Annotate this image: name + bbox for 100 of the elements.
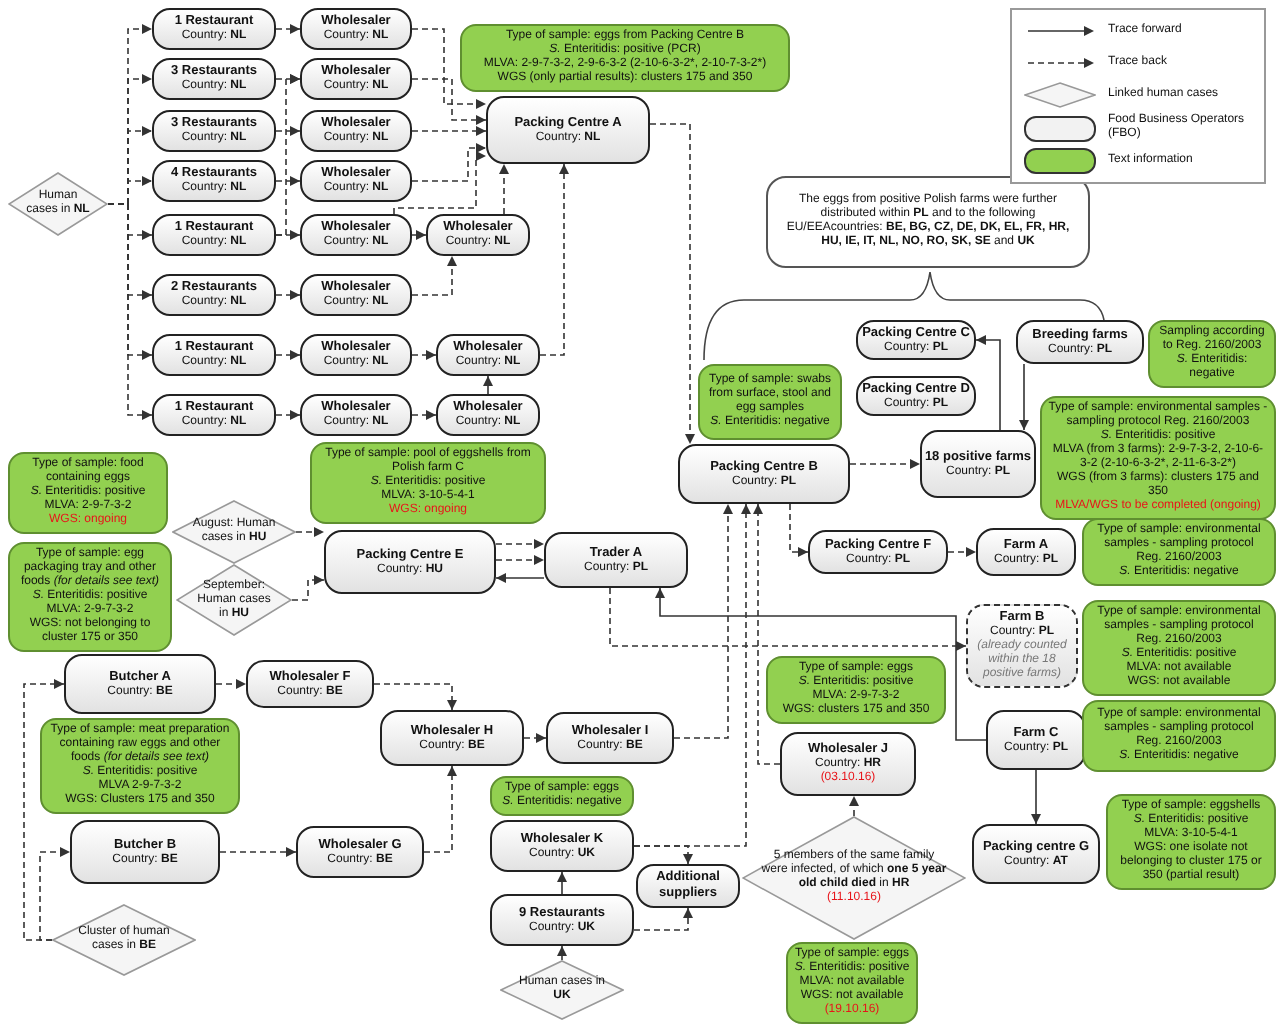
arrow <box>219 847 297 857</box>
operator-box <box>436 394 540 436</box>
arrow <box>849 459 921 469</box>
arrow <box>673 503 733 739</box>
operator-box <box>300 334 412 376</box>
arrow <box>275 74 301 236</box>
operator-box <box>856 376 976 416</box>
arrow <box>393 151 487 215</box>
arrow <box>633 907 693 931</box>
info-box <box>766 656 946 724</box>
arrow <box>23 679 65 941</box>
arrow <box>411 143 487 182</box>
arrow <box>411 255 457 296</box>
arrow <box>39 847 71 941</box>
info-box <box>1082 600 1276 696</box>
info-box <box>490 776 634 816</box>
info-box <box>1040 396 1276 520</box>
operator-box <box>972 824 1100 884</box>
info-box <box>310 442 546 524</box>
case-diamond <box>742 816 966 940</box>
operator-box <box>300 58 412 100</box>
operator-box <box>152 394 276 436</box>
case-diamond <box>172 500 296 564</box>
operator-box <box>152 160 276 202</box>
operator-box <box>636 864 740 908</box>
operator-box <box>152 110 276 152</box>
info-box <box>8 452 168 534</box>
arrow <box>483 375 493 395</box>
arrow <box>947 547 977 557</box>
operator-box <box>920 430 1036 498</box>
operator-box <box>678 444 850 504</box>
arrow <box>849 795 859 817</box>
arrow <box>423 765 457 853</box>
info-box <box>8 542 172 652</box>
operator-box <box>546 712 674 764</box>
operator-box <box>808 530 948 574</box>
info-box <box>1106 794 1276 890</box>
arrow <box>557 945 567 961</box>
operator-box <box>300 160 412 202</box>
info-box <box>460 24 790 92</box>
info-box <box>1082 700 1276 772</box>
operator-box <box>780 732 916 796</box>
arrow <box>1031 769 1041 825</box>
arrow <box>275 350 301 360</box>
case-diamond <box>52 904 196 976</box>
operator-box <box>490 894 634 946</box>
operator-box <box>246 660 374 708</box>
operator-box <box>64 654 216 714</box>
case-diamond <box>500 960 624 1020</box>
operator-box <box>300 214 412 256</box>
operator-box <box>976 528 1076 576</box>
arrow <box>215 679 247 689</box>
operator-box <box>856 320 976 360</box>
arrow <box>499 163 509 215</box>
arrow <box>411 78 487 125</box>
arrow <box>275 74 301 84</box>
operator-box <box>966 604 1078 688</box>
operator-box <box>1016 320 1144 364</box>
operator-box <box>436 334 540 376</box>
operator-box <box>70 820 220 884</box>
operator-box <box>152 274 276 316</box>
info-box <box>1148 320 1276 388</box>
operator-box <box>152 334 276 376</box>
arrow <box>411 410 437 420</box>
arrow <box>275 24 301 34</box>
operator-box <box>380 710 524 766</box>
arrow <box>275 290 301 300</box>
operator-box <box>152 8 276 50</box>
info-box <box>698 364 842 440</box>
operator-box <box>426 214 530 256</box>
arrow <box>107 203 153 420</box>
arrow <box>655 587 987 741</box>
arrow <box>753 503 781 765</box>
note-box <box>766 176 1090 268</box>
case-diamond <box>8 172 108 236</box>
operator-box <box>300 8 412 50</box>
operator-box <box>486 96 650 164</box>
arrow <box>275 126 301 136</box>
arrow <box>411 350 437 360</box>
operator-box <box>490 820 634 872</box>
arrow <box>495 573 545 583</box>
arrow <box>275 176 301 186</box>
operator-box <box>324 530 496 594</box>
arrow <box>373 683 457 711</box>
arrow <box>649 123 695 445</box>
arrow <box>633 845 693 865</box>
arrow <box>411 28 487 109</box>
arrow <box>495 555 545 565</box>
arrow <box>411 230 427 240</box>
operator-box <box>300 110 412 152</box>
arrow <box>789 503 809 557</box>
info-box <box>786 942 918 1024</box>
operator-box <box>986 710 1086 770</box>
info-box <box>40 718 240 814</box>
arrow <box>1019 363 1029 431</box>
arrow <box>495 539 545 549</box>
case-diamond <box>176 564 292 636</box>
arrow <box>975 335 1001 431</box>
operator-box <box>300 274 412 316</box>
operator-box <box>152 58 276 100</box>
